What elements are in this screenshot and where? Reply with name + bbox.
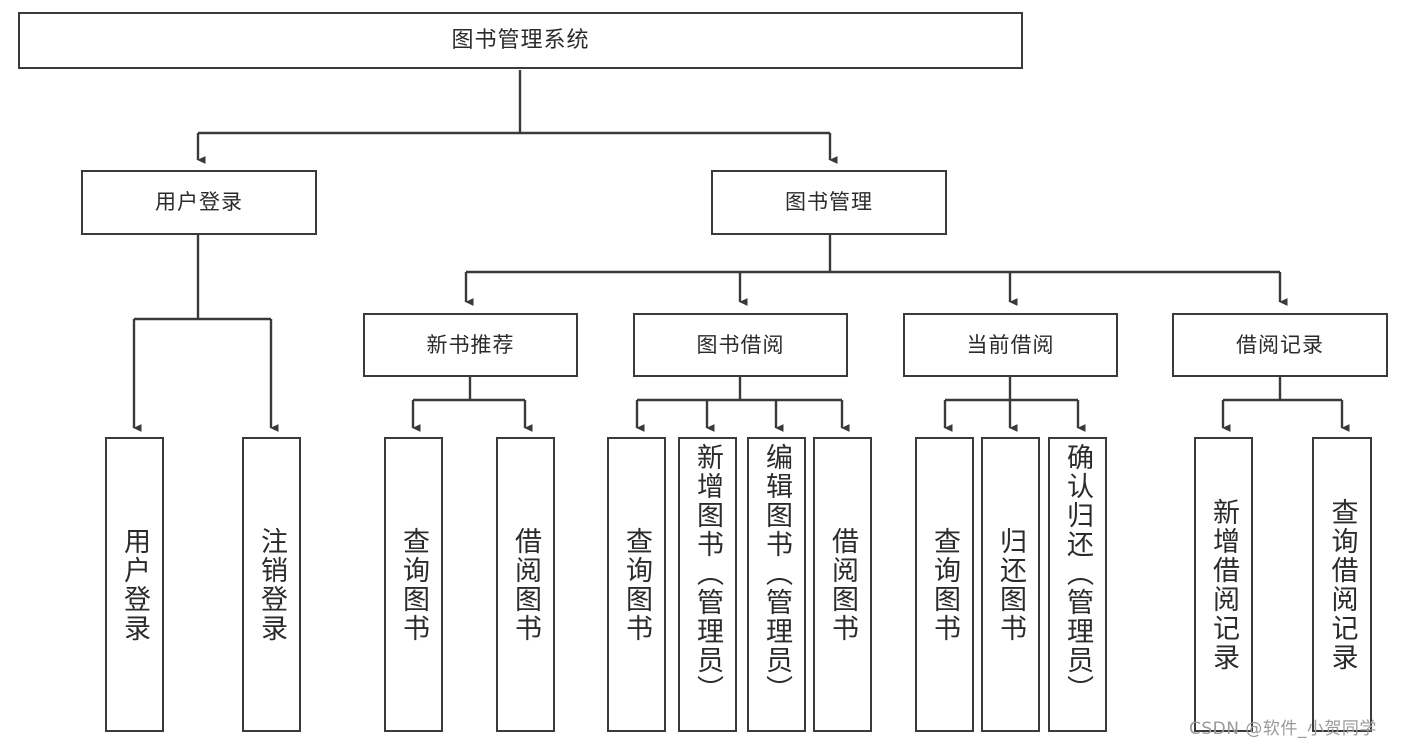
node-label: 新增图书（管理员） [692,443,723,704]
node-label: 图书管理系统 [451,27,590,53]
node-leaf-query-record[interactable]: 查询借阅记录 [1312,437,1372,732]
node-label: 编辑图书（管理员） [761,443,792,704]
node-current-borrow[interactable]: 当前借阅 [903,313,1118,377]
node-leaf-logout-login[interactable]: 注销登录 [242,437,301,732]
node-label: 借阅图书 [827,526,858,643]
node-book-borrow[interactable]: 图书借阅 [633,313,848,377]
node-label: 用户登录 [155,190,243,215]
node-leaf-user-login[interactable]: 用户登录 [105,437,164,732]
node-label: 查询图书 [398,526,429,643]
node-label: 归还图书 [995,526,1026,643]
node-leaf-borrow-book-1[interactable]: 借阅图书 [496,437,555,732]
node-label: 查询图书 [621,526,652,643]
node-user-login[interactable]: 用户登录 [81,170,317,235]
node-label: 当前借阅 [966,332,1055,357]
node-label: 图书借阅 [696,332,785,357]
node-label: 查询图书 [929,526,960,643]
node-label: 图书管理 [785,190,873,215]
node-label: 查询借阅记录 [1326,497,1358,672]
node-leaf-edit-book[interactable]: 编辑图书（管理员） [747,437,806,732]
node-label: 用户登录 [119,526,150,643]
node-root-book-management-system[interactable]: 图书管理系统 [18,12,1023,69]
node-label: 借阅图书 [510,526,541,643]
node-leaf-confirm-return[interactable]: 确认归还（管理员） [1048,437,1107,732]
csdn-watermark: CSDN @软件_小贺同学 [1189,719,1377,739]
node-leaf-return-book[interactable]: 归还图书 [981,437,1040,732]
node-leaf-add-record[interactable]: 新增借阅记录 [1194,437,1253,732]
node-leaf-query-book-1[interactable]: 查询图书 [384,437,443,732]
node-book-management[interactable]: 图书管理 [711,170,947,235]
node-label: 新增借阅记录 [1208,497,1239,672]
node-leaf-add-book[interactable]: 新增图书（管理员） [678,437,737,732]
node-leaf-borrow-book-2[interactable]: 借阅图书 [813,437,872,732]
node-label: 注销登录 [256,526,287,643]
node-label: 借阅记录 [1236,332,1324,357]
node-leaf-query-book-3[interactable]: 查询图书 [915,437,974,732]
node-label: 新书推荐 [426,332,515,357]
node-leaf-query-book-2[interactable]: 查询图书 [607,437,666,732]
node-borrow-record[interactable]: 借阅记录 [1172,313,1388,377]
node-label: 确认归还（管理员） [1062,443,1093,704]
node-new-book-recommend[interactable]: 新书推荐 [363,313,578,377]
